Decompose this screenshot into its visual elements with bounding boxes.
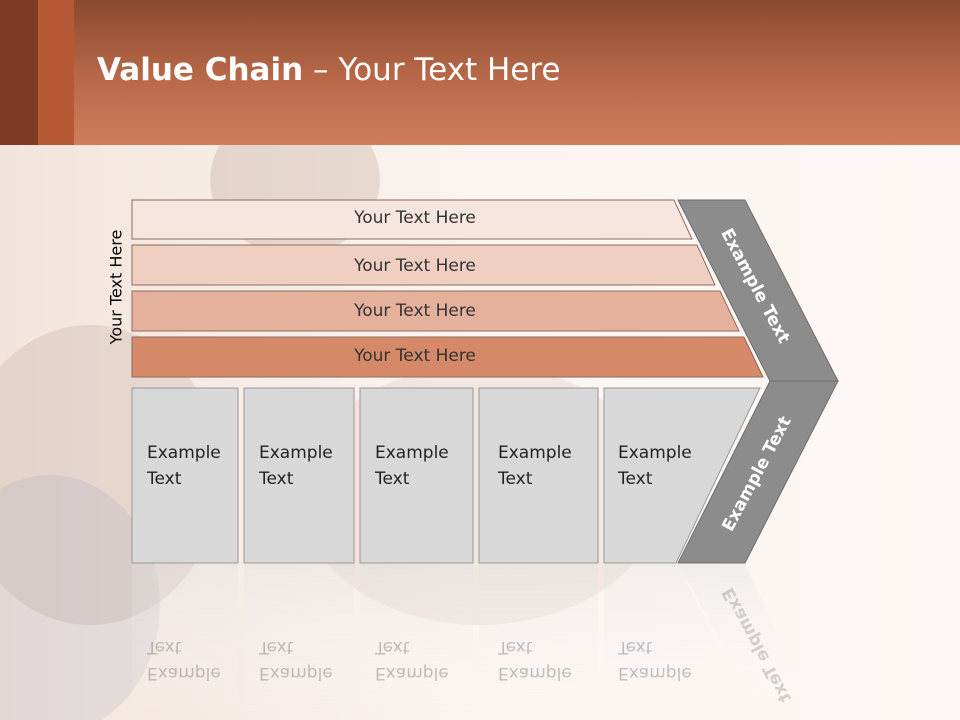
box-2-reflection [244, 564, 354, 714]
box-5-label: Example Text [618, 440, 692, 492]
box-2-label: Example Text [259, 440, 333, 492]
box-4-reflection-line2: Text [498, 637, 533, 657]
box-5-reflection-line1: Example [618, 663, 692, 683]
header-stripe-light [38, 0, 74, 145]
bar-1-label: Your Text Here [354, 208, 476, 228]
box-4-label: Example Text [498, 440, 572, 492]
box-3-reflection [360, 564, 473, 714]
box-3-reflection-line1: Example [375, 663, 449, 683]
box-5-reflection-line2: Text [618, 637, 653, 657]
box-5 [603, 387, 761, 564]
box-3-line1: Example [375, 443, 449, 463]
box-4-reflection-label: Example Text [498, 634, 572, 686]
box-1-reflection [132, 564, 238, 714]
box-2-reflection-label: Example Text [259, 634, 333, 686]
box-3-reflection-line2: Text [375, 637, 410, 657]
bar-2-label: Your Text Here [354, 256, 476, 276]
reflection [132, 564, 810, 714]
box-1-line2: Text [147, 469, 182, 489]
box-4-reflection [479, 564, 598, 714]
box-2 [243, 387, 355, 564]
box-4-line1: Example [498, 443, 572, 463]
slide-title-bold: Value Chain [97, 52, 304, 88]
slide-title-rest: – Your Text Here [303, 52, 561, 88]
box-1-reflection-line2: Text [147, 637, 182, 657]
box-4 [478, 387, 599, 564]
box-4-line2: Text [498, 469, 533, 489]
box-2-reflection-line2: Text [259, 637, 294, 657]
box-4-reflection-line1: Example [498, 663, 572, 683]
bar-2 [131, 244, 716, 286]
box-2-line2: Text [259, 469, 294, 489]
chevron-lower [677, 380, 839, 564]
box-3-reflection-label: Example Text [375, 634, 449, 686]
box-5-reflection [604, 564, 750, 714]
box-3-line2: Text [375, 469, 410, 489]
bar-3-label: Your Text Here [354, 301, 476, 321]
box-3-label: Example Text [375, 440, 449, 492]
box-1-reflection-line1: Example [147, 663, 221, 683]
box-1-label: Example Text [147, 440, 221, 492]
box-2-line1: Example [259, 443, 333, 463]
box-3 [359, 387, 474, 564]
slide-title: Value Chain – Your Text Here [97, 52, 560, 88]
box-5-reflection-label: Example Text [618, 634, 692, 686]
bar-1 [131, 199, 693, 240]
bar-3 [131, 290, 740, 332]
box-5-line1: Example [618, 443, 692, 463]
box-1-reflection-label: Example Text [147, 634, 221, 686]
box-5-line2: Text [618, 469, 653, 489]
bar-4 [131, 336, 764, 378]
box-1-line1: Example [147, 443, 221, 463]
header-stripe-dark [0, 0, 38, 145]
box-1 [131, 387, 239, 564]
header-banner: Value Chain – Your Text Here [0, 0, 960, 145]
box-2-reflection-line1: Example [259, 663, 333, 683]
chevron-lower-reflection [678, 564, 810, 714]
bar-4-label: Your Text Here [354, 346, 476, 366]
